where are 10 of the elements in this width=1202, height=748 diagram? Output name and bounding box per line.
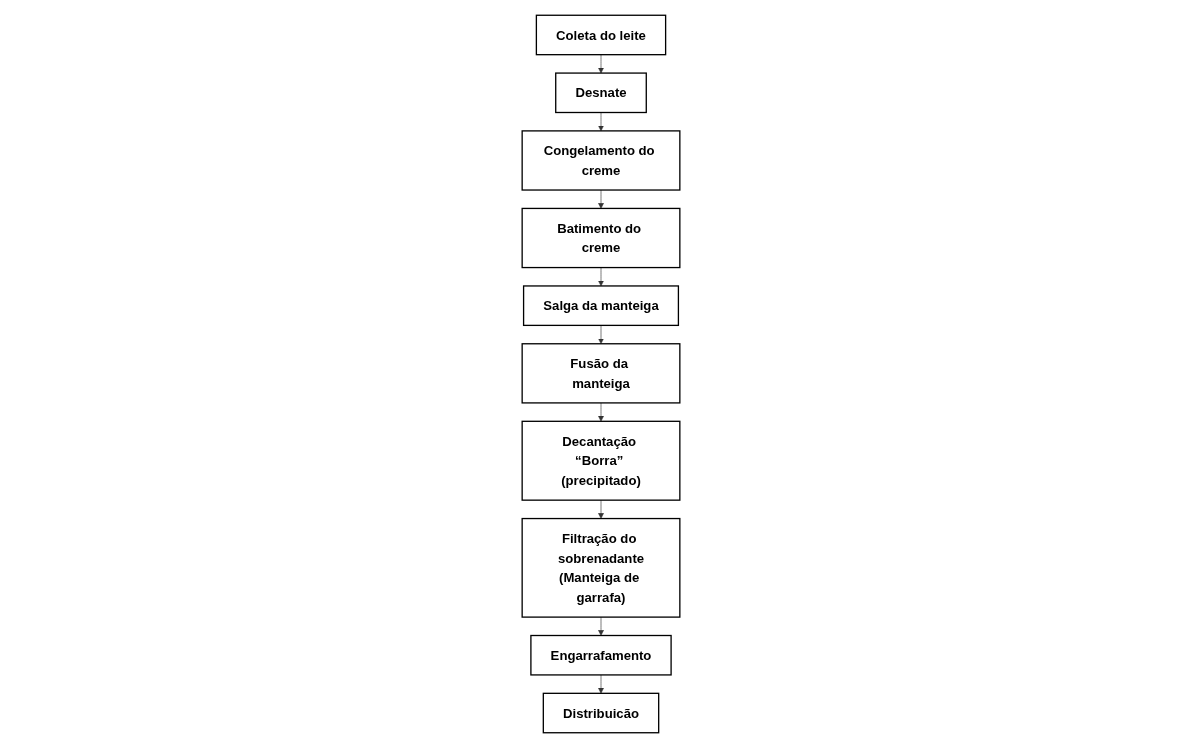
node-box: Batimento do creme: [521, 207, 681, 269]
node-box: Engarrafamento: [530, 634, 672, 676]
node-box: Filtração do sobrenadante (Manteiga de garrafa): [521, 517, 681, 618]
node-box: Distribuicão: [542, 692, 660, 734]
node-box: Coleta do leite: [535, 14, 667, 56]
node-box: Desnate: [555, 72, 647, 114]
node-box: Congelamento do creme: [521, 130, 681, 191]
node-box: Salga da manteiga: [522, 285, 680, 327]
node-box: Fusão da manteiga: [521, 343, 681, 404]
node-box: Decantação “Borra” (precipitado): [521, 420, 681, 501]
